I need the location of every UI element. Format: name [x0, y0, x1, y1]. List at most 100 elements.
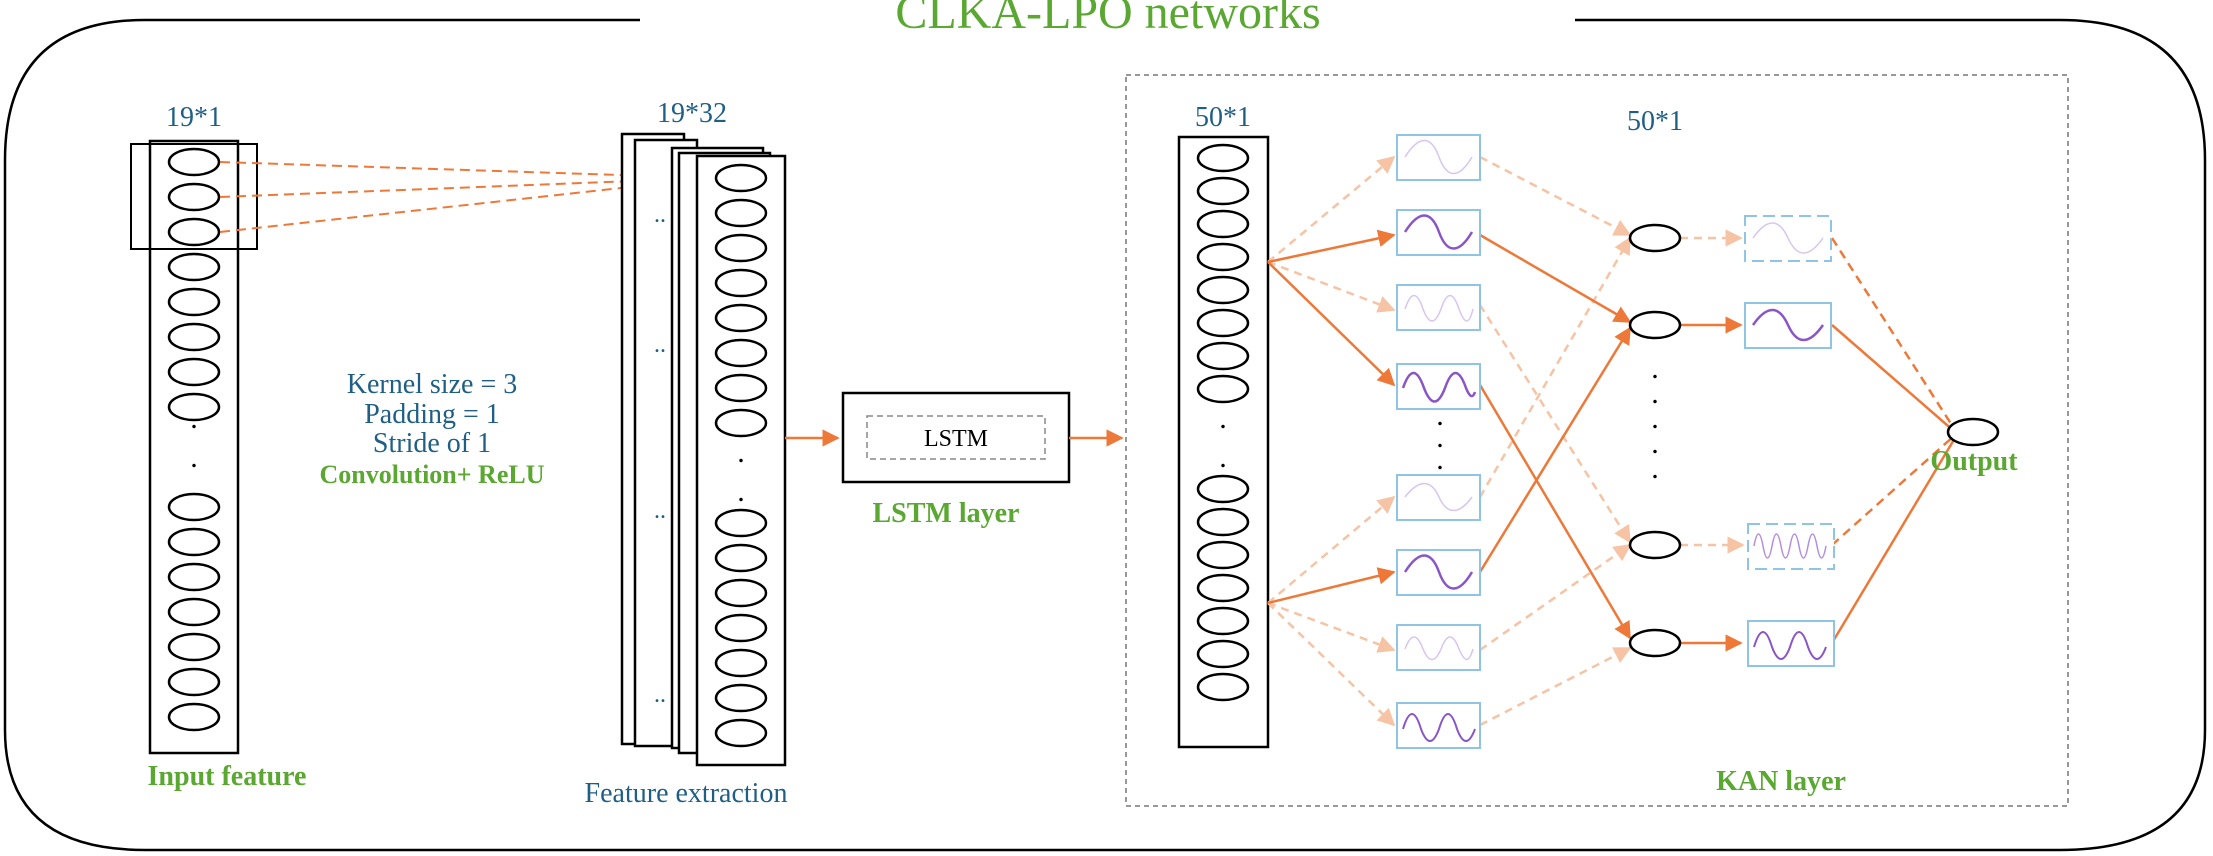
conv-dim-label: 19*32 [657, 98, 727, 129]
neuron-node [1196, 242, 1250, 272]
hidden-node [1628, 530, 1682, 560]
neuron-node [1196, 209, 1250, 239]
neuron-node [167, 597, 221, 627]
neuron-node [714, 408, 768, 438]
svg-text:.: . [1436, 421, 1444, 454]
input-feature-block: 19*1 . . Input feature [130, 102, 306, 792]
activation-box-frame [1396, 284, 1481, 331]
kan-function-boxes-layer1 [1396, 134, 1481, 749]
neuron-node [167, 632, 221, 662]
svg-text:..: .. [654, 498, 666, 524]
neuron-node [714, 163, 768, 193]
neuron-node [1196, 374, 1250, 404]
output-dashed-connections [1830, 237, 1957, 546]
activation-box [1396, 549, 1481, 596]
activation-box [1396, 363, 1481, 410]
neuron-node [167, 252, 221, 282]
svg-text:.: . [1651, 352, 1659, 385]
neuron-node [1196, 639, 1250, 669]
activation-box [1747, 620, 1835, 667]
neuron-node [167, 287, 221, 317]
lstm-inner-box [866, 415, 1046, 460]
neuron-node [714, 683, 768, 713]
activation-box [1747, 523, 1835, 570]
feature-extraction-block: 19*32 .. .. .. .. . . Feature extraction [585, 98, 788, 809]
kan-ellipsis-dot: . [1219, 441, 1227, 474]
kan-faded-connections [1267, 155, 1745, 727]
neuron-node [714, 578, 768, 608]
kan-ellipsis-dot: . [1219, 402, 1227, 435]
output-block: Output [1930, 417, 2018, 477]
neuron-node [1196, 573, 1250, 603]
lstm-block: LSTM LSTM layer [841, 391, 1071, 529]
svg-text:..: .. [654, 202, 666, 228]
neuron-node [1196, 308, 1250, 338]
neuron-node [1196, 341, 1250, 371]
conv-ellipsis-dot: . [737, 475, 745, 508]
kan-input-dim-label: 50*1 [1195, 102, 1251, 133]
activation-box [1396, 474, 1481, 521]
neuron-node [714, 198, 768, 228]
neuron-node [167, 182, 221, 212]
activation-box-frame [1396, 624, 1481, 671]
neuron-node [714, 648, 768, 678]
neuron-node [714, 338, 768, 368]
neuron-node [167, 357, 221, 387]
neuron-node [714, 233, 768, 263]
neuron-node [1196, 474, 1250, 504]
neuron-node [1196, 275, 1250, 305]
svg-text:.: . [1651, 427, 1659, 460]
hidden-node [1628, 628, 1682, 658]
input-column [148, 139, 240, 755]
kan-caption: KAN layer [1716, 766, 1846, 797]
sine-wave-icon [1404, 139, 1473, 175]
sine-wave-icon [1403, 554, 1474, 590]
lstm-caption: LSTM layer [873, 498, 1020, 529]
kan-solid-connections [1267, 229, 1957, 652]
neuron-node [714, 373, 768, 403]
neuron-node [167, 562, 221, 592]
hidden-node [1628, 310, 1682, 340]
svg-text:..: .. [654, 332, 666, 358]
activation-box [1396, 134, 1481, 181]
activation-box [1396, 624, 1481, 671]
svg-text:.: . [1651, 402, 1659, 435]
neuron-node [714, 303, 768, 333]
neuron-node [1196, 176, 1250, 206]
neuron-node [714, 543, 768, 573]
kan-input-block: 50*1 . . [1177, 102, 1270, 749]
sine-wave-icon [1402, 713, 1476, 742]
neuron-node [167, 217, 221, 247]
neuron-node [167, 702, 221, 732]
sine-wave-icon [1403, 214, 1474, 250]
kan-hidden-ellipsis: . . . . . [1651, 352, 1659, 485]
sine-wave-icon [1404, 294, 1474, 322]
sine-wave-icon [1752, 222, 1824, 254]
channel-ellipsis: .. .. .. .. [654, 202, 666, 708]
sine-wave-icon [1404, 636, 1474, 661]
neuron-node [714, 268, 768, 298]
neuron-node [1196, 507, 1250, 537]
sine-wave-icon [1751, 308, 1825, 342]
kernel-connections [219, 161, 713, 233]
svg-text:.: . [1436, 443, 1444, 476]
neuron-node [167, 147, 221, 177]
conv-params: Kernel size = 3 Padding = 1 Stride of 1 … [319, 369, 544, 489]
hidden-node [1628, 223, 1682, 253]
svg-text:..: .. [654, 682, 666, 708]
output-node [1946, 417, 2000, 447]
kan-layer1-ellipsis: . . . [1436, 399, 1444, 476]
conv-nodes [714, 163, 768, 748]
kan-input-column [1177, 135, 1270, 749]
activation-box [1396, 284, 1481, 331]
sine-wave-icon [1753, 533, 1827, 559]
stride-label: Stride of 1 [373, 428, 491, 459]
kan-region [1125, 74, 2069, 807]
neuron-node [1196, 606, 1250, 636]
sine-wave-icon [1401, 371, 1477, 403]
activation-box [1396, 209, 1481, 256]
sine-wave-icon [1404, 482, 1473, 512]
input-ellipsis-dot: . [190, 402, 198, 435]
input-dim-label: 19*1 [166, 102, 222, 133]
